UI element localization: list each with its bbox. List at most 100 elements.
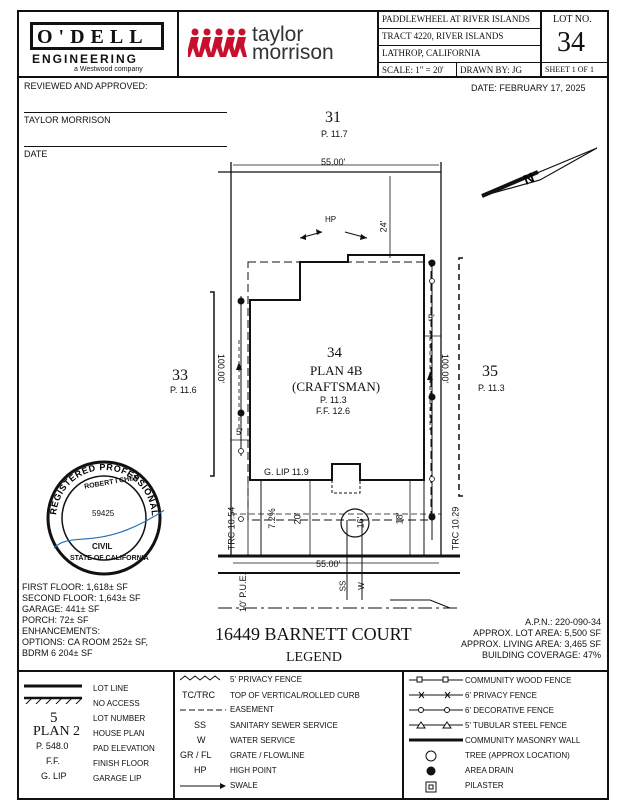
house-ff: F.F. 12.6 [316,406,351,416]
legend-house-plan: HOUSE PLAN [93,729,145,738]
lot-top-pad: P. 11.7 [321,129,348,139]
engineer-seal: REGISTERED PROFESSIONAL ENGINEER [44,458,164,576]
legend-decorative-fence: 6' DECORATIVE FENCE [465,706,554,715]
tm-line2: morrison [252,41,334,64]
legend-sample-ff: F.F. [46,756,61,766]
signature-stroke [53,509,164,549]
setback-side-right: 5' [428,313,435,323]
legend-curb: TOP OF VERTICAL/ROLLED CURB [230,691,360,700]
house-lot-number: 34 [327,345,342,361]
hp-label: HP [325,215,337,224]
legend-sewer: SANITARY SEWER SERVICE [230,721,338,730]
reviewed-label: REVIEWED AND APPROVED: [24,81,148,91]
taylor-morrison-figures-icon [188,28,247,57]
lot-left-number: 33 [172,367,188,384]
address: 16449 BARNETT COURT [215,624,412,644]
legend-no-access: NO ACCESS [93,699,140,708]
lot-right-number: 35 [482,363,498,380]
legend-pilaster: PILASTER [465,781,504,790]
seal-state: STATE OF CALIFORNIA [70,555,149,562]
legend-sym-gr: GR / FL [180,750,212,760]
setback-rear: 24' [378,220,389,233]
garage-lip: G. LIP 11.9 [264,467,309,477]
odell-sub: ENGINEERING [32,52,139,66]
lot-stats: A.P.N.: 220-090-34 APPROX. LOT AREA: 5,5… [440,617,601,661]
legend-tree: TREE (APPROX LOCATION) [465,751,570,760]
setback-side-left: 5' [236,427,243,437]
legend-sym-hp: HP [194,765,207,775]
legend-sample-lot: 5 [50,710,58,726]
width-bottom: 55.00' [316,559,341,569]
width-top: 55.00' [321,157,346,167]
setback-front-left: 20' [292,512,303,525]
trc-right: TRC 10.29 [450,506,461,551]
odell-tag: a Westwood company [74,66,143,73]
legend-sym-tc: TC/TRC [182,690,215,700]
stat-second-floor: SECOND FLOOR: 1,643± SF [22,593,141,603]
date-label: DATE: FEBRUARY 17, 2025 [471,83,586,93]
house-style: (CRAFTSMAN) [292,379,381,394]
lot-no: 34 [557,27,585,58]
project-line-1: PADDLEWHEEL AT RIVER ISLANDS [382,14,530,24]
legend-sample-pad: P. 548.0 [36,741,69,751]
lot-left-pad: P. 11.6 [170,385,197,395]
stat-garage: GARAGE: 441± SF [22,604,100,614]
stat-first-floor: FIRST FLOOR: 1,618± SF [22,582,128,592]
project-line-3: LATHROP, CALIFORNIA [382,48,481,58]
stat-coverage: BUILDING COVERAGE: 47% [481,650,601,660]
ss-label: SS [338,580,348,592]
legend-privacy-fence-6: 6' PRIVACY FENCE [465,691,537,700]
scale: SCALE: 1" = 20' [382,65,444,75]
legend-finish-floor: FINISH FLOOR [93,759,150,768]
trc-left: TRC 10.54 [226,506,237,551]
legend-lot-number: LOT NUMBER [93,714,146,723]
title-block [17,10,609,78]
approval-date: DATE [24,149,48,159]
stat-options: OPTIONS: CA ROOM 252± SF, [22,637,148,647]
legend-sym-ss: SS [194,720,207,730]
sheet-no: SHEET 1 OF 1 [545,65,594,74]
legend-sym-w: W [197,735,206,745]
stat-options-2: BDRM 6 204± SF [22,648,93,658]
driveway-slope: 7.2% [266,508,277,529]
legend-high-point: HIGH POINT [230,766,277,775]
approval-company: TAYLOR MORRISON [24,115,111,125]
seal-number: 59425 [92,509,115,518]
area-stats: FIRST FLOOR: 1,618± SF SECOND FLOOR: 1,6… [22,582,148,659]
garage-offset: 16' [355,516,366,529]
pue-label: 10' P.U.E. [238,572,249,613]
depth-left: 100.00' [216,353,227,384]
legend-garage-lip: GARAGE LIP [93,774,142,783]
odell-name: O'DELL [37,26,149,48]
house-pad: P. 11.3 [320,395,347,405]
legend-lot-line: LOT LINE [93,684,129,693]
lot-no-label: LOT NO. [553,14,592,25]
legend-sample-glip: G. LIP [41,771,67,781]
tm-line1: taylor [252,23,304,46]
legend-community-wood-fence: COMMUNITY WOOD FENCE [465,676,572,685]
tree-icon [340,508,370,538]
lot-right-pad: P. 11.3 [478,383,505,393]
legend-swale: SWALE [230,781,258,790]
house-plan: PLAN 4B [310,363,363,378]
stat-lot-area: APPROX. LOT AREA: 5,500 SF [473,628,601,638]
legend-sample-plan: PLAN 2 [33,724,81,739]
legend-privacy-fence-5: 5' PRIVACY FENCE [230,675,302,684]
stat-living-area: APPROX. LIVING AREA: 3,465 SF [460,639,601,649]
stat-apn: A.P.N.: 220-090-34 [525,617,601,627]
seal-discipline: CIVIL [92,542,113,551]
odell-logo: O'DELL [30,22,164,50]
legend-pad-elevation: PAD ELEVATION [93,744,155,753]
legend-area-drain: AREA DRAIN [465,766,514,775]
lot-top-number: 31 [325,109,341,126]
stat-enhancements: ENHANCEMENTS: [22,626,101,636]
legend-grate: GRATE / FLOWLINE [230,751,305,760]
legend-masonry-wall: COMMUNITY MASONRY WALL [465,736,581,745]
stat-porch: PORCH: 72± SF [22,615,89,625]
drawn-by: DRAWN BY: JG [460,65,522,75]
legend-water: WATER SERVICE [230,736,296,745]
setback-front-right: 18' [394,512,405,525]
legend-title: LEGEND [286,650,342,665]
w-label: W [356,582,366,590]
